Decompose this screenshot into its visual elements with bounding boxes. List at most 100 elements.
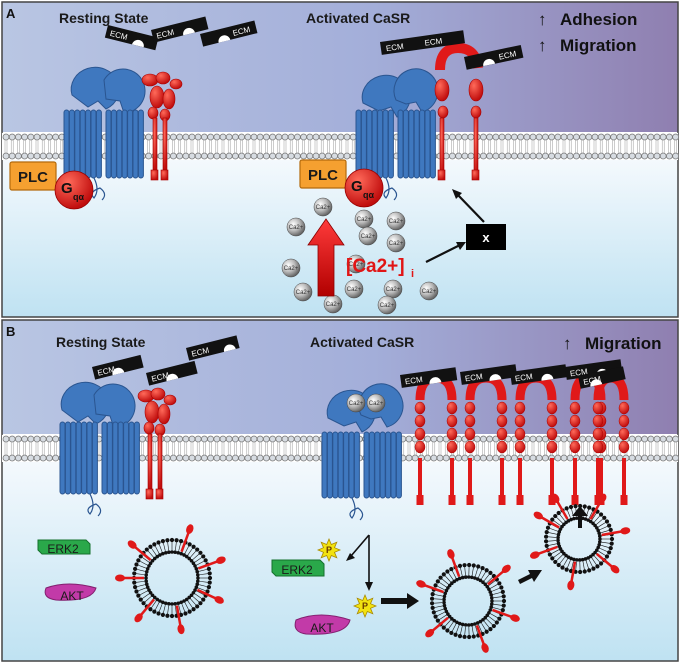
- vesicle-integrin: [127, 540, 137, 549]
- integrin-domain: [514, 440, 526, 454]
- phospho-label: P: [326, 545, 332, 555]
- ecm-label: ECM: [97, 365, 117, 378]
- vesicle-integrin: [475, 625, 485, 645]
- integrin-domain: [592, 427, 604, 441]
- ecm-label: ECM: [109, 29, 129, 42]
- panel-b-letter: B: [6, 324, 15, 339]
- vesicle-integrin: [595, 552, 613, 568]
- vesicle-integrin: [610, 565, 620, 574]
- vesicle-integrin: [510, 614, 520, 622]
- panel-a-resting-plc-gq: PLC G qα: [9, 161, 94, 210]
- integrin-stalk: [599, 458, 603, 498]
- ca-ion-label: Ca2+: [326, 302, 341, 308]
- vesicle-integrin: [216, 556, 226, 564]
- integrin-domain: [496, 401, 508, 415]
- integrin-domain: [514, 427, 526, 441]
- ca-ion-label: Ca2+: [316, 205, 331, 211]
- vesicle-integrin: [140, 598, 155, 616]
- vesicle-integrin: [529, 551, 540, 559]
- akt-label: AKT: [60, 589, 84, 603]
- panel-a: Ca2+ Ca2+: [1, 1, 679, 318]
- vesicle-fusing: [529, 493, 631, 591]
- vesicle-resting: [115, 524, 226, 635]
- vesicle-integrin: [424, 584, 444, 594]
- panel-b-effect-migration: Migration: [585, 334, 662, 353]
- akt-label: AKT: [310, 621, 334, 635]
- panel-a-resting-integrin: [141, 71, 183, 181]
- integrin-domain: [618, 414, 630, 428]
- panel-b-bound-calcium: Ca2+ Ca2+: [346, 393, 386, 413]
- panel-a-unknown-mediator: x: [425, 189, 506, 263]
- ca-ion-label: Ca2+: [284, 266, 299, 272]
- panel-b-activated-integrins: [414, 373, 630, 505]
- vesicle-integrin: [175, 605, 182, 626]
- erk2-resting: ERK2: [37, 539, 91, 556]
- integrin-stalk: [573, 458, 577, 498]
- ecm-label: ECM: [424, 36, 443, 47]
- ecm-label: ECM: [498, 49, 518, 62]
- integrin-stalk: [518, 458, 522, 498]
- integrin-domain: [546, 440, 558, 454]
- integrin-domain: [569, 414, 581, 428]
- vesicle-integrin: [570, 561, 577, 582]
- panel-a-letter: A: [6, 6, 16, 21]
- integrin-domain: [496, 440, 508, 454]
- integrin-domain: [414, 427, 426, 441]
- ca-ion-label: Ca2+: [389, 219, 404, 225]
- panel-a-up-arrow-2: ↑: [538, 36, 547, 55]
- vesicle-integrin: [196, 588, 217, 600]
- integrin-tail: [620, 495, 628, 505]
- integrin-domain: [569, 401, 581, 415]
- vesicle-trafficking: [416, 549, 520, 653]
- integrin-stalk: [550, 458, 554, 498]
- integrin-tail: [416, 495, 424, 505]
- panel-b-resting-title: Resting State: [56, 334, 146, 350]
- panel-b-resting-integrin: [137, 387, 177, 500]
- akt-phosphorylated: AKT P: [294, 593, 378, 635]
- vesicle-integrin: [541, 516, 560, 529]
- intracellular-calcium-label: [Ca2+]: [346, 256, 405, 277]
- ecm-label: ECM: [232, 25, 252, 38]
- ca-ion-label: Ca2+: [386, 287, 401, 293]
- ecm-fiber: ECM: [460, 364, 518, 385]
- x-label: x: [482, 230, 490, 245]
- integrin-domain: [414, 414, 426, 428]
- ecm-label: ECM: [156, 28, 176, 41]
- ecm-fiber: ECM: [186, 335, 240, 361]
- ca-ion-label: Ca2+: [361, 234, 376, 240]
- integrin-domain: [414, 401, 426, 415]
- vesicle-integrin: [180, 532, 190, 553]
- ca-ion-label: Ca2+: [357, 217, 372, 223]
- ecm-fiber: ECM: [400, 367, 458, 388]
- ecm-fiber: ECM: [92, 354, 144, 380]
- ca-ion-label: Ca2+: [349, 401, 364, 407]
- integrin-stalk: [596, 458, 600, 498]
- panel-a-calcium-increase-arrow: [307, 218, 345, 297]
- vesicle-integrin: [214, 596, 224, 604]
- erk2-phosphorylated: ERK2 P: [271, 537, 342, 577]
- vesicle-integrin: [501, 564, 511, 574]
- gq-label: G: [351, 178, 363, 195]
- integrin-tail: [498, 495, 506, 505]
- panel-a-ecm: ECM ECM ECM ECM ECM ECM: [104, 16, 524, 70]
- ecm-label: ECM: [569, 367, 588, 378]
- integrin-domain: [546, 414, 558, 428]
- vesicle-integrin: [177, 624, 185, 635]
- vesicle-integrin: [115, 574, 125, 582]
- integrin-tail: [516, 495, 524, 505]
- gq-subscript: qα: [73, 192, 84, 202]
- ecm-label: ECM: [464, 372, 483, 383]
- integrin-stalk: [500, 458, 504, 498]
- integrin-domain: [546, 427, 558, 441]
- integrin-domain: [514, 401, 526, 415]
- integrin-domain: [569, 440, 581, 454]
- vesicle-integrin: [451, 557, 461, 577]
- phospho-label: P: [362, 601, 368, 611]
- vesicle-integrin: [620, 527, 631, 535]
- panel-a-effect-adhesion: Adhesion: [560, 10, 637, 29]
- intracellular-calcium-subscript: i: [411, 268, 414, 280]
- erk2-label: ERK2: [47, 542, 79, 556]
- integrin-domain: [446, 427, 458, 441]
- ecm-fiber: ECM: [510, 364, 568, 385]
